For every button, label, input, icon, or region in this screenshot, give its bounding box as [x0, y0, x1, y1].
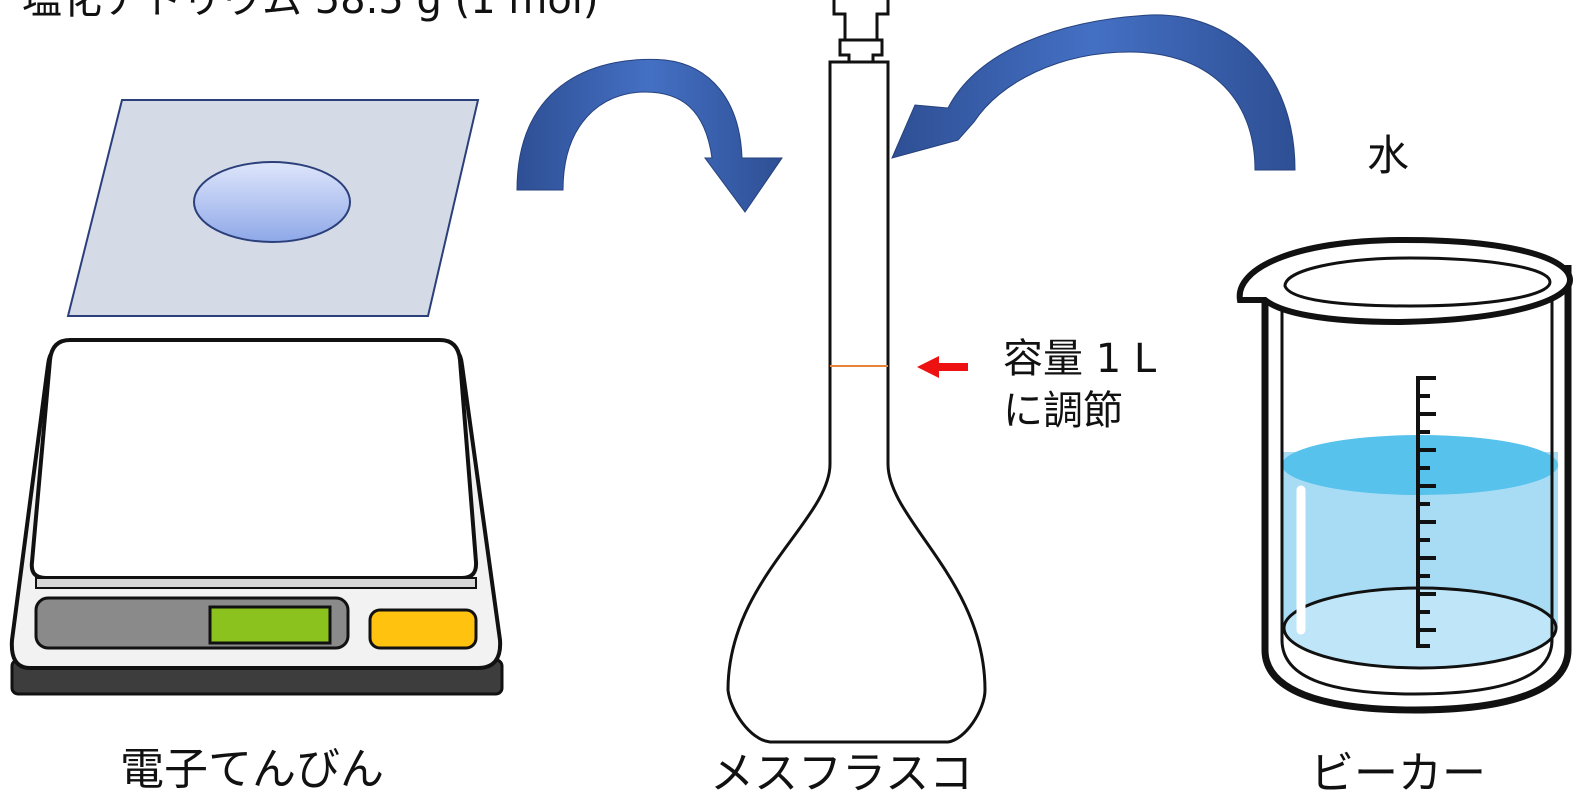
curved-arrow-icon: [516, 58, 783, 213]
beaker-label: ビーカー: [1310, 748, 1486, 799]
balance-button: [368, 608, 478, 650]
weighing-paper-icon: [66, 99, 480, 317]
balance-label: 電子てんびん: [120, 744, 384, 795]
beaker-scale: [1416, 376, 1436, 648]
balance-icon: [9, 338, 504, 696]
sample-dish: [193, 161, 351, 243]
volume-note-line1: 容量 1 L: [1003, 336, 1157, 382]
beaker-icon: [1236, 236, 1574, 714]
balance-display: [208, 605, 332, 645]
volumetric-flask-icon: [726, 0, 987, 744]
volume-note: 容量 1 L に調節: [1003, 333, 1156, 437]
volume-note-line2: に調節: [1003, 388, 1123, 434]
flask-label: メスフラスコ: [710, 748, 974, 799]
sample-amount-text: 塩化ナトリウム 58.5 g (1 mol): [22, 0, 599, 23]
red-arrow-icon: [917, 356, 968, 378]
water-label: 水: [1367, 131, 1410, 180]
curved-arrow-icon: [891, 14, 1296, 171]
